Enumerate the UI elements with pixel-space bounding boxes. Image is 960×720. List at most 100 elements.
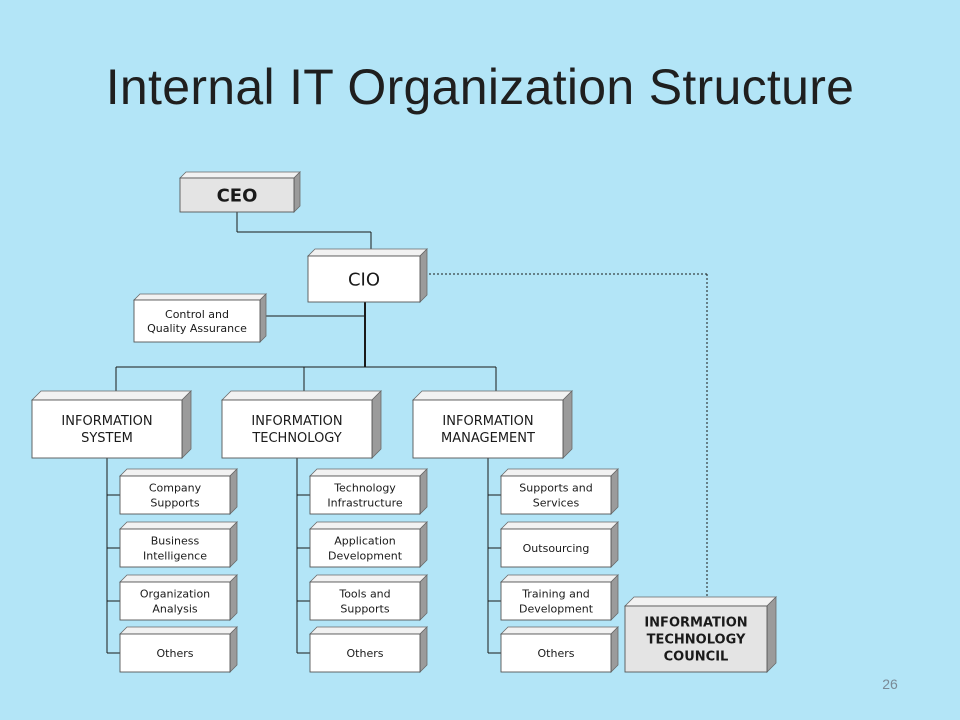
unit-box-2-4-label-line: Others [347,647,384,660]
unit-box-1-3-face [119,581,231,621]
unit-box-3-2-label-line: Outsourcing [523,542,590,555]
control-qa-box-label-line: Control and [165,308,229,321]
department-box-2-label-line: TECHNOLOGY [251,431,341,446]
unit-box-3-1-label-line: Services [533,496,580,509]
unit-box-3-1-face [500,475,612,515]
department-box-2: INFORMATION TECHNOLOGY [221,390,382,459]
unit-box-2-2-side-bevel [419,521,428,568]
unit-box-2-4-side-bevel [419,626,428,673]
department-box-3-label-line: INFORMATION [442,414,533,429]
unit-box-3-1-side-bevel [610,468,619,515]
ceo-box-side-bevel [293,171,301,213]
unit-box-3-2-side-bevel [610,521,619,568]
unit-box-1-1-label-line: Company [149,481,202,494]
unit-box-3-4: Others [500,626,619,673]
department-box-3-face [412,399,564,459]
unit-box-2-4-face [309,633,421,673]
ceo-box-top-bevel [179,171,301,179]
unit-box-1-2-top-bevel [119,521,238,530]
unit-box-1-3-label-line: Organization [140,587,210,600]
unit-box-2-2-label-line: Application [334,534,395,547]
department-box-2-face [221,399,373,459]
council-box-label-line: TECHNOLOGY [647,633,746,648]
department-box-2-label-line: INFORMATION [251,414,342,429]
unit-box-2-3-face [309,581,421,621]
unit-box-3-2-face [500,528,612,568]
control-qa-box-label-line: Quality Assurance [147,322,247,335]
connector-lines [106,211,708,654]
unit-box-1-3-label-line: Analysis [152,602,198,615]
council-box-label-line: INFORMATION [644,616,747,631]
council-box-face [624,605,768,673]
unit-box-1-2-label-line: Intelligence [143,549,207,562]
unit-box-1-4-top-bevel [119,626,238,635]
unit-box-3-2-top-bevel [500,521,619,530]
unit-box-3-3-label-line: Training and [521,587,590,600]
department-box-1-side-bevel [181,390,192,459]
unit-box-3-3-top-bevel [500,574,619,583]
slide-title: Internal IT Organization Structure [105,59,855,115]
unit-box-2-3-top-bevel [309,574,428,583]
unit-box-2-3-side-bevel [419,574,428,621]
ceo-box: CEO [179,171,301,213]
department-box-1-label-line: SYSTEM [81,431,133,446]
cio-box-top-bevel [307,248,428,257]
unit-box-1-3-top-bevel [119,574,238,583]
council-box-label-line: COUNCIL [664,650,729,665]
ceo-box-label: CEO [217,185,258,206]
unit-box-1-4-side-bevel [229,626,238,673]
cio-box-face [307,255,421,303]
department-box-3-label-line: MANAGEMENT [441,431,535,446]
unit-box-3-2: Outsourcing [500,521,619,568]
department-box-2-top-bevel [221,390,382,401]
unit-box-2-1-label-line: Technology [333,481,396,494]
department-box-1-face [31,399,183,459]
council-box-side-bevel [766,596,777,673]
unit-box-2-3-label-line: Supports [340,602,389,615]
ceo-box-face [179,177,295,213]
unit-box-3-1-label-line: Supports and [519,481,592,494]
control-qa-box-top-bevel [133,293,267,301]
unit-box-3-3-face [500,581,612,621]
control-qa-box-face [133,299,261,343]
department-box-2-side-bevel [371,390,382,459]
unit-box-3-3-label-line: Development [519,602,594,615]
unit-box-1-1-top-bevel [119,468,238,477]
unit-box-1-2-side-bevel [229,521,238,568]
unit-box-1-1-label-line: Supports [150,496,199,509]
unit-box-2-1-side-bevel [419,468,428,515]
unit-box-2-1-label-line: Infrastructure [327,496,403,509]
unit-box-3-3-side-bevel [610,574,619,621]
unit-box-1-1-face [119,475,231,515]
department-box-3: INFORMATION MANAGEMENT [412,390,573,459]
control-qa-box-side-bevel [259,293,267,343]
unit-box-3-4-top-bevel [500,626,619,635]
unit-box-2-3-label-line: Tools and [338,587,390,600]
unit-box-1-4-face [119,633,231,673]
cio-box: CIO [307,248,428,303]
council-box: INFORMATION TECHNOLOGY COUNCIL [624,596,777,673]
unit-box-2-1-top-bevel [309,468,428,477]
page-number: 26 [882,676,898,692]
unit-box-2-4-top-bevel [309,626,428,635]
unit-box-1-4: Others [119,626,238,673]
unit-box-2-2-top-bevel [309,521,428,530]
department-box-3-side-bevel [562,390,573,459]
unit-box-2-2-face [309,528,421,568]
cio-box-label: CIO [348,269,380,290]
unit-box-2-2-label-line: Development [328,549,403,562]
department-box-3-top-bevel [412,390,573,401]
unit-box-3-4-label-line: Others [538,647,575,660]
unit-box-3-4-face [500,633,612,673]
unit-box-1-4-label-line: Others [157,647,194,660]
